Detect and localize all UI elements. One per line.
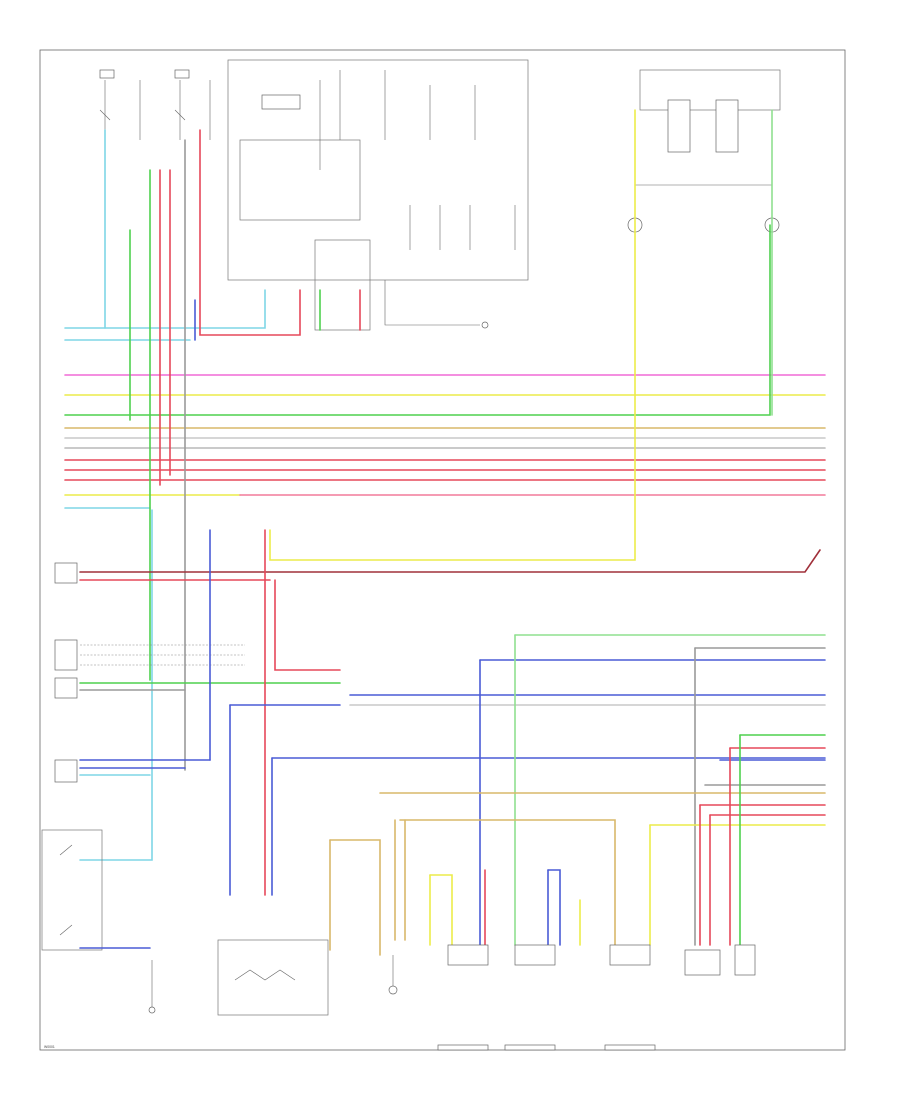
footer-code: W0001: [44, 1045, 55, 1049]
control-module-box: [227, 59, 529, 331]
left-sensors: [41, 562, 156, 1014]
bottom-components: [217, 939, 756, 1051]
top-right-sensor: [627, 69, 781, 233]
right-lower-wires: [379, 734, 826, 946]
bus-wires: [64, 224, 826, 509]
right-vertical-wires: [269, 109, 773, 561]
top-left-fuses: [99, 69, 211, 140]
bottom-center-wires: [329, 819, 616, 956]
middle-wires: [209, 529, 826, 946]
left-vertical-wires: [79, 129, 361, 861]
left-sensor-wires: [79, 549, 821, 949]
